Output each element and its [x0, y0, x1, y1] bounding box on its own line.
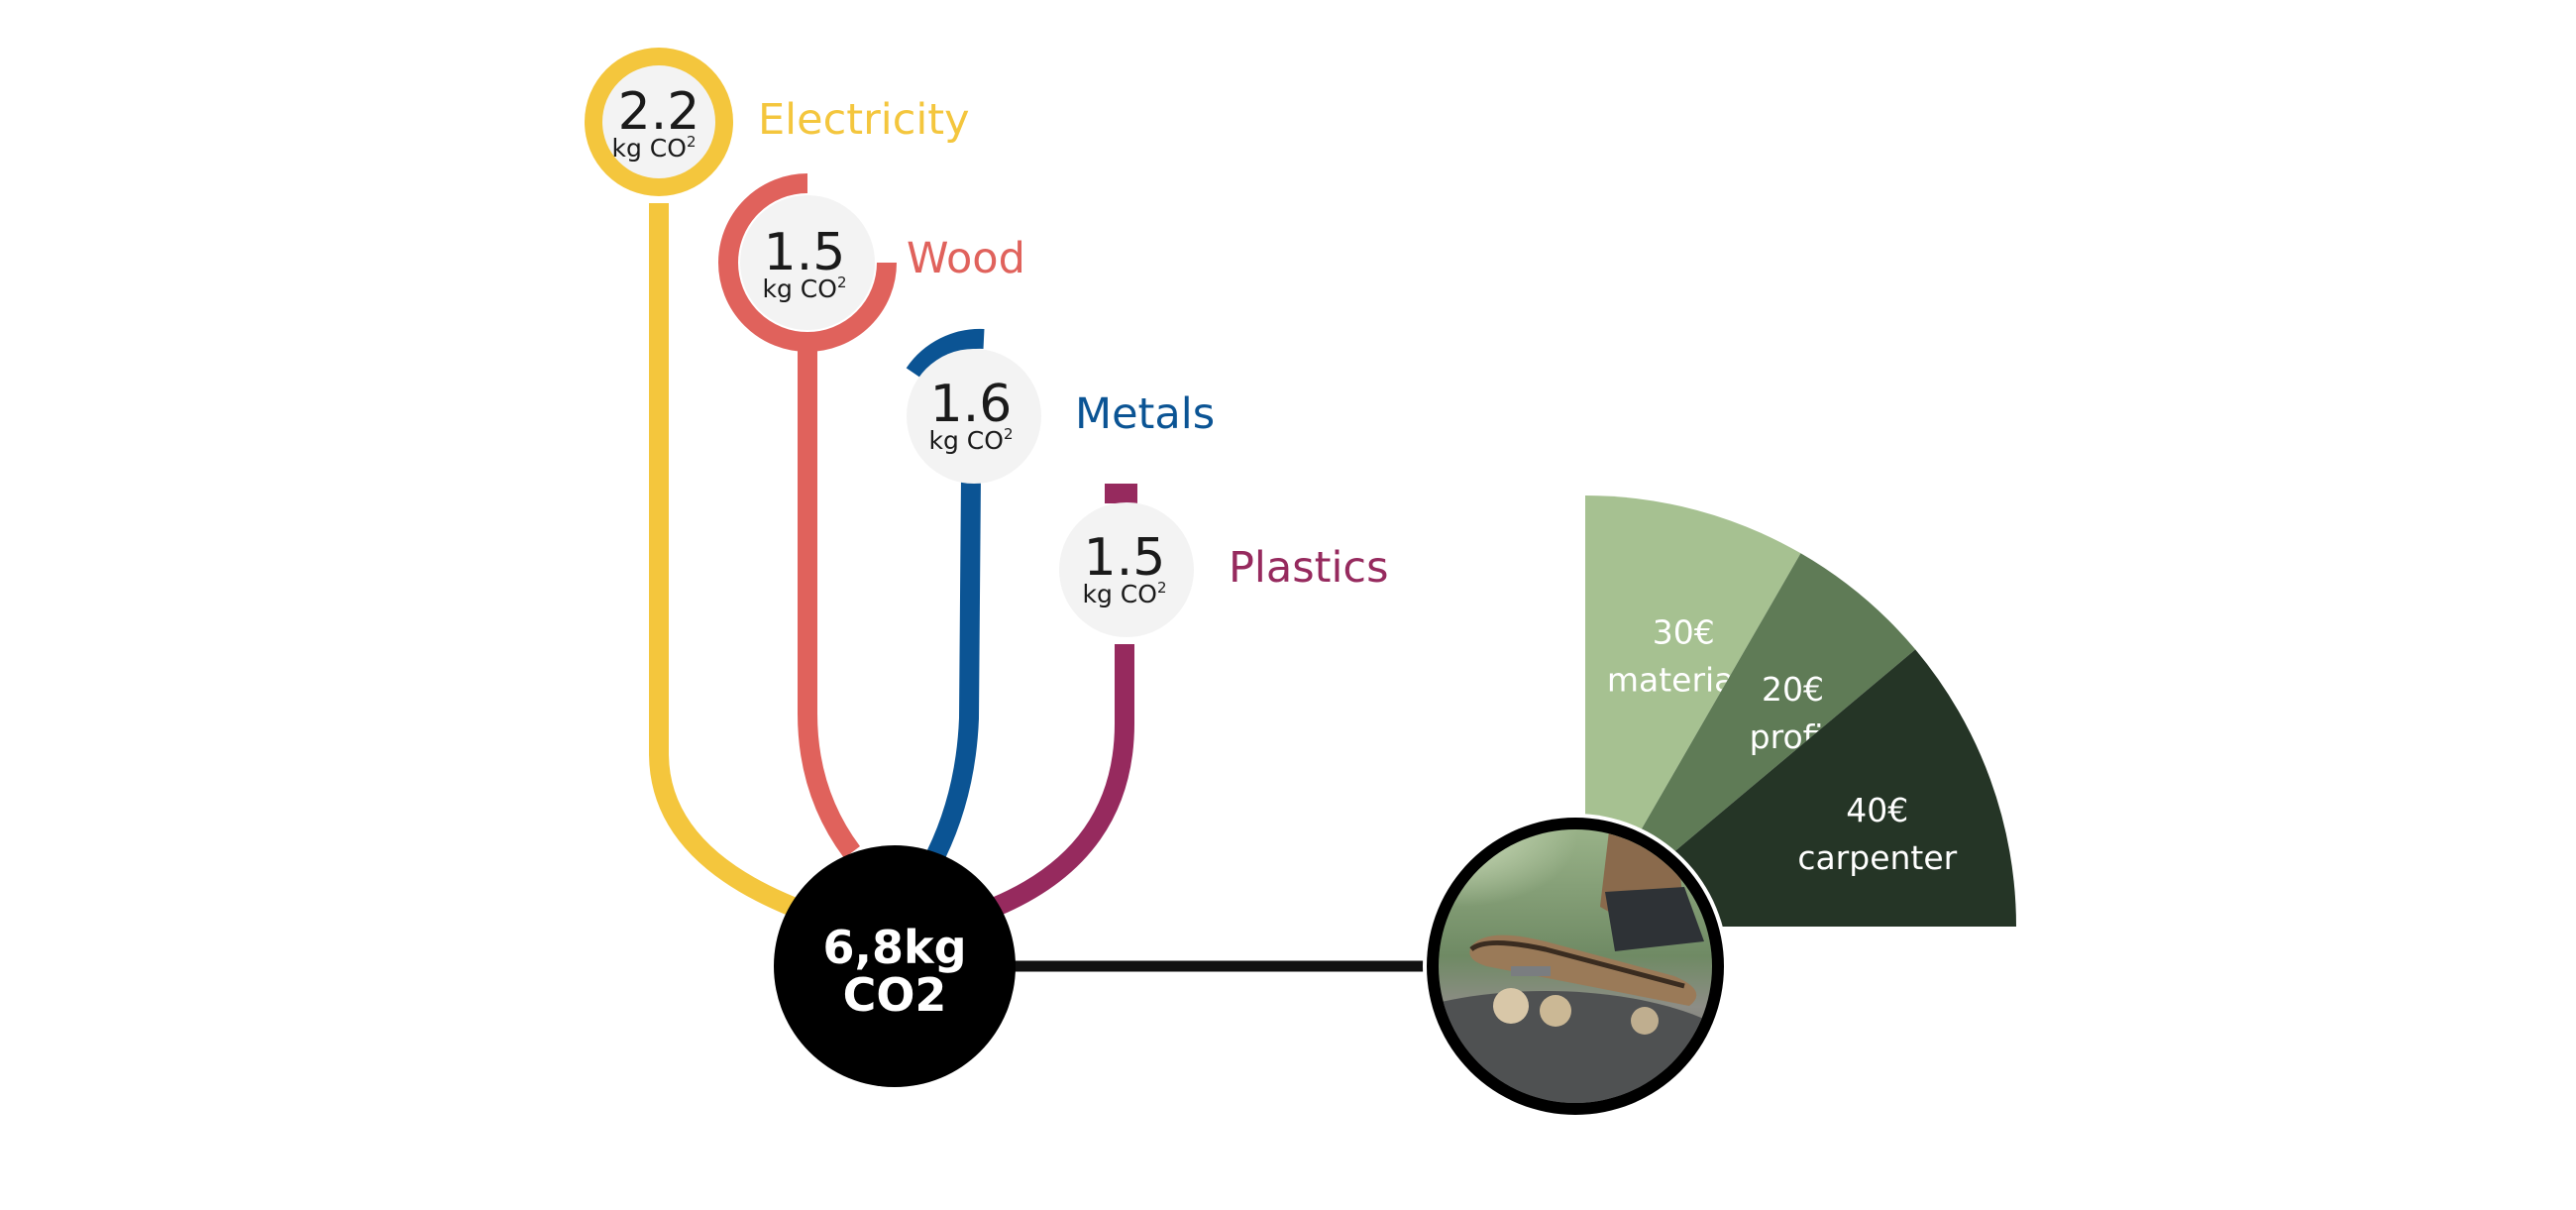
total-disc [774, 845, 1016, 1087]
skateboard-photo [1423, 814, 1728, 1119]
plastics-value: 1.5 [1084, 528, 1166, 588]
metals-node: 1.6 kg CO2 Metals [906, 328, 1215, 484]
wood-disc [740, 195, 875, 330]
plastics-node: 1.5 kg CO2 Plastics [1059, 484, 1388, 637]
wood-label: Wood [907, 234, 1025, 283]
plastics-label: Plastics [1229, 543, 1388, 593]
price-slice-profit [1585, 553, 1916, 927]
wood-node: 1.5 kg CO2 Wood [718, 173, 1025, 352]
wood-value: 1.5 [764, 223, 846, 282]
metals-disc [907, 349, 1041, 484]
electricity-node: 2.2 kg CO2 Electricity [585, 48, 970, 196]
electricity-unit: kg CO2 [612, 133, 697, 163]
electricity-flow [649, 203, 797, 917]
electricity-value: 2.2 [618, 82, 700, 142]
metals-unit: kg CO2 [929, 425, 1014, 455]
total-value: 6,8kg [822, 921, 966, 974]
wood-unit: kg CO2 [763, 274, 847, 303]
plastics-disc [1059, 502, 1194, 637]
total-node: 6,8kg CO2 [774, 845, 1016, 1087]
plastics-unit: kg CO2 [1083, 579, 1167, 608]
price-slice-materials [1585, 495, 1801, 927]
price-slice-carpenter [1585, 649, 2016, 927]
electricity-label: Electricity [758, 95, 970, 145]
metals-value: 1.6 [930, 375, 1013, 434]
price-amount-materials: 30€ [1653, 613, 1715, 652]
flow-lines [649, 203, 1134, 917]
wood-ring [718, 173, 897, 352]
price-amount-carpenter: 40€ [1846, 791, 1908, 829]
plastics-flow [992, 644, 1134, 917]
electricity-disc [602, 65, 715, 178]
wood-flow [798, 342, 861, 858]
metals-flow [926, 475, 981, 859]
price-amount-profit: 20€ [1762, 670, 1824, 709]
total-unit: CO2 [843, 968, 947, 1022]
metals-label: Metals [1075, 389, 1215, 439]
price-label-carpenter: carpenter [1797, 838, 1957, 877]
metals-arc [906, 328, 985, 380]
